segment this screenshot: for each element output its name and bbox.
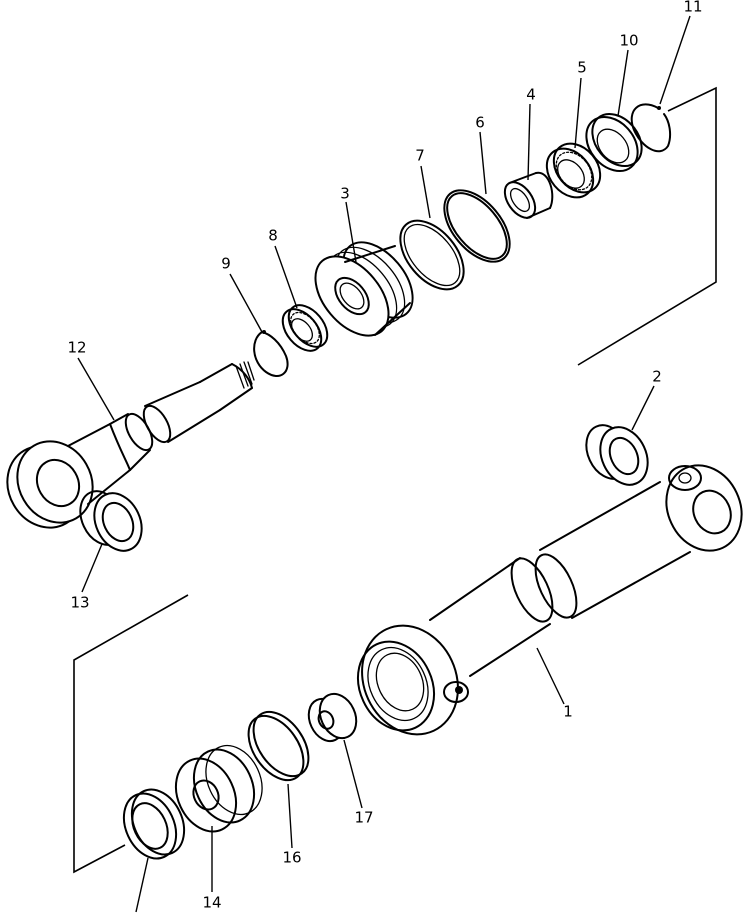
leader-4	[527, 103, 531, 181]
callout-14: 14	[202, 894, 221, 912]
leader-9	[229, 273, 263, 333]
callout-16: 16	[282, 849, 301, 867]
piston-seal	[122, 788, 186, 860]
part-3-cylinder-head	[314, 241, 414, 337]
part-1-cylinder-tube	[357, 464, 743, 736]
leader-5	[574, 77, 582, 149]
part-13-bushing	[79, 490, 143, 552]
leader-11	[659, 15, 691, 105]
leader-6	[479, 131, 487, 195]
callout-8: 8	[268, 227, 278, 245]
callout-10: 10	[619, 32, 638, 50]
callout-6: 6	[475, 114, 485, 132]
leader-10	[617, 49, 629, 117]
leader-seal	[135, 857, 149, 913]
callout-9: 9	[221, 255, 231, 273]
part-9-snap-ring	[253, 330, 289, 377]
leader-13	[81, 543, 103, 593]
callout-13: 13	[70, 594, 89, 612]
leader-8	[274, 245, 298, 309]
part-8-bearing	[281, 304, 329, 352]
part-11-snap-ring	[630, 103, 672, 153]
part-10-seal	[585, 113, 643, 172]
part-2-bushing	[585, 424, 649, 486]
leader-16	[287, 783, 293, 849]
part-17-nut	[307, 692, 358, 743]
part-7-backup-ring	[399, 219, 465, 291]
callout-7: 7	[415, 147, 425, 165]
callout-1: 1	[563, 703, 573, 721]
lower-group-frame	[73, 594, 189, 874]
callout-11: 11	[683, 0, 702, 16]
leader-3	[345, 201, 357, 263]
leader-12	[77, 357, 115, 421]
leader-2	[631, 385, 655, 431]
part-6-o-ring	[443, 189, 511, 263]
callout-12: 12	[67, 339, 86, 357]
part-12-piston-rod	[6, 361, 255, 529]
leader-7	[420, 165, 431, 219]
callout-17: 17	[354, 809, 373, 827]
part-16-wear-ring	[247, 710, 310, 782]
part-14-piston	[174, 744, 263, 833]
leader-1	[536, 647, 565, 705]
callout-3: 3	[340, 185, 350, 203]
callout-2: 2	[652, 368, 662, 386]
part-4-bushing	[503, 171, 554, 219]
callout-4: 4	[526, 86, 536, 104]
part-5-bearing	[545, 142, 602, 199]
upper-group-frame	[577, 86, 717, 366]
leader-17	[343, 739, 363, 809]
callout-5: 5	[577, 59, 587, 77]
